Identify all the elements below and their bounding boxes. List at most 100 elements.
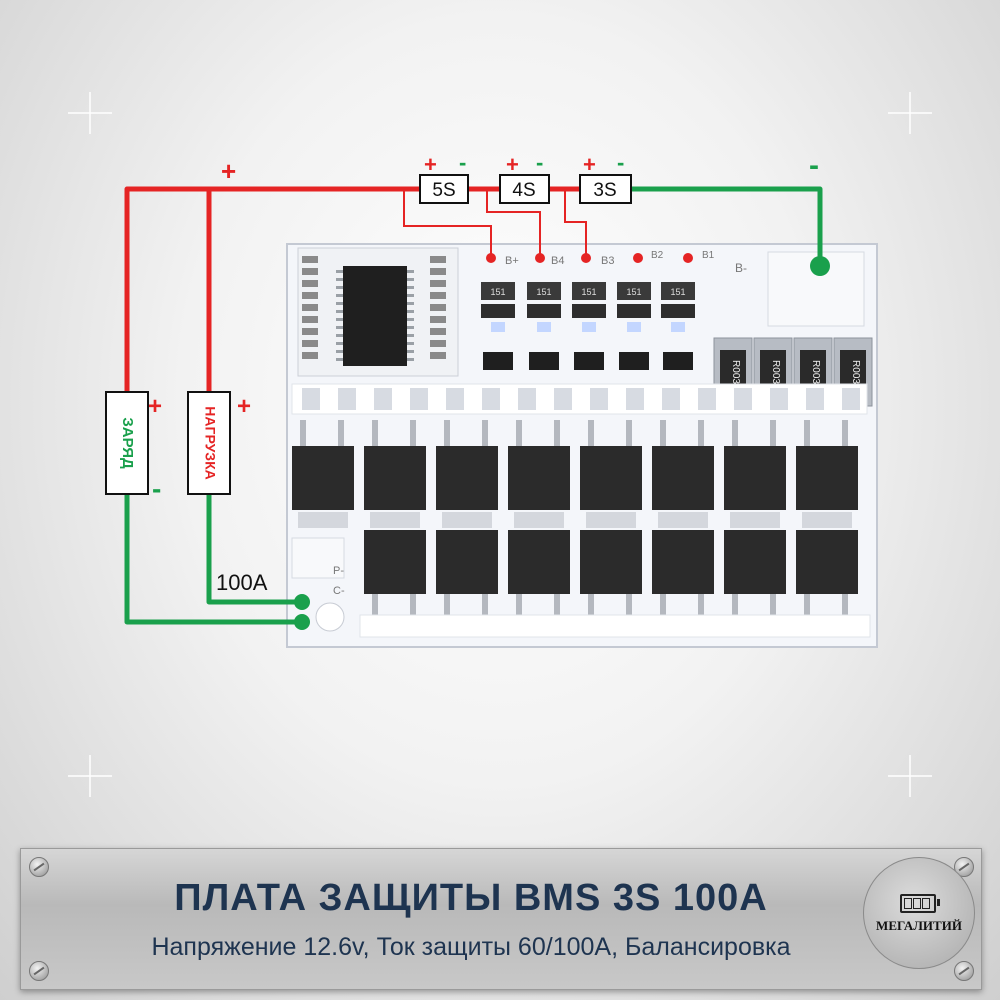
mosfet-lead (588, 420, 594, 448)
component-lead (734, 388, 752, 410)
balance-resistor-mark: 151 (490, 287, 505, 297)
mosfet-tab (586, 512, 636, 528)
balance-tap-dots (486, 253, 693, 263)
sense-resistor-mark: R003 (850, 360, 861, 384)
smd-resistor (302, 316, 318, 323)
balance-resistor (661, 282, 695, 300)
mosfet-lead (444, 420, 450, 448)
ic-pin (336, 342, 343, 345)
balance-transistor (483, 352, 513, 370)
balance-resistor (527, 282, 561, 300)
smd-resistor (430, 352, 446, 359)
cell-tap-3s: 3S (579, 174, 632, 204)
component-lead (770, 388, 788, 410)
balance-transistor (574, 352, 604, 370)
mosfet-lead (338, 420, 344, 448)
ic-pin (407, 302, 414, 305)
mosfet-lead (732, 594, 738, 618)
ic-pin (407, 326, 414, 329)
ic-pin (336, 318, 343, 321)
pad-label-b-plus: B+ (505, 255, 519, 267)
balance-resistor (661, 304, 695, 318)
smd-resistor (430, 304, 446, 311)
plus-sign-5s: + (424, 152, 437, 177)
balance-resistor (572, 282, 606, 300)
smd-resistor (302, 280, 318, 287)
smd-resistor (302, 328, 318, 335)
charge-terminal-box: ЗАРЯД (105, 391, 149, 495)
mosfet-lead (410, 594, 416, 618)
minus-sign-3s: - (617, 150, 624, 175)
cell-tap-5s: 5S (419, 174, 469, 204)
mosfet-bottom (508, 530, 570, 594)
pad-label-b3: B3 (601, 255, 614, 267)
plus-sign-charge: + (148, 393, 162, 420)
mosfet-tab (802, 512, 852, 528)
load-terminal-box: НАГРУЗКА (187, 391, 231, 495)
smd-resistor (430, 280, 446, 287)
ic-pin (407, 318, 414, 321)
ic-pin (407, 278, 414, 281)
component-lead (590, 388, 608, 410)
mosfet-top (652, 446, 714, 510)
mosfet-lead (770, 594, 776, 618)
mosfet-tab (730, 512, 780, 528)
mosfet-lead (516, 594, 522, 618)
screw-icon (29, 857, 49, 877)
banner-title: ПЛАТА ЗАЩИТЫ BMS 3S 100A (174, 877, 768, 919)
mosfet-top (364, 446, 426, 510)
crosshair-marks (68, 92, 932, 797)
pad-label-c-minus: C- (333, 585, 345, 597)
smd-resistor (302, 352, 318, 359)
load-label: НАГРУЗКА (202, 406, 218, 479)
mosfet-bottom (724, 530, 786, 594)
sense-resistor-mark: R003 (770, 360, 781, 384)
mosfet-tab (658, 512, 708, 528)
mosfet-lead (554, 594, 560, 618)
balance-wires (403, 189, 587, 258)
balance-resistor-mark: 151 (581, 287, 596, 297)
mosfet-lead (372, 594, 378, 618)
mosfet-lead (516, 420, 522, 448)
smd-resistor (302, 340, 318, 347)
cell-tap-5s-label: 5S (432, 180, 455, 201)
plus-sign-main: + (221, 156, 236, 186)
cell-tap-3s-label: 3S (593, 180, 616, 201)
balance-led (627, 322, 641, 332)
smd-resistor (302, 292, 318, 299)
component-lead (482, 388, 500, 410)
balance-resistor (527, 304, 561, 318)
balance-resistor (617, 282, 651, 300)
battery-icon (900, 894, 940, 913)
negative-terminals (294, 256, 830, 630)
mosfet-lead (482, 594, 488, 618)
ic-pin (336, 350, 343, 353)
mosfet-lead (698, 420, 704, 448)
mosfet-lead (842, 420, 848, 448)
mosfet-bottom (796, 530, 858, 594)
mosfet-lead (444, 594, 450, 618)
minus-sign-b-minus: - (809, 149, 819, 182)
logo-text: МЕГАЛИТИЙ (876, 918, 962, 933)
cell-tap-4s: 4S (499, 174, 550, 204)
mosfet-lead (482, 420, 488, 448)
mosfet-top (508, 446, 570, 510)
current-rating-label: 100A (216, 570, 268, 595)
balance-resistor (481, 304, 515, 318)
ic-pin (407, 334, 414, 337)
mosfet-bottom (364, 530, 426, 594)
mosfet-lead (588, 594, 594, 618)
component-lead (554, 388, 572, 410)
balance-resistor-mark: 151 (536, 287, 551, 297)
sense-resistor-mark: R003 (810, 360, 821, 384)
smd-resistor (430, 292, 446, 299)
positive-wiring (124, 186, 580, 392)
charge-label: ЗАРЯД (119, 417, 136, 469)
smd-resistor (302, 256, 318, 263)
ic-pin (336, 294, 343, 297)
mosfet-lead (698, 594, 704, 618)
mosfet-lead (410, 420, 416, 448)
smd-resistor (430, 268, 446, 275)
balance-led (491, 322, 505, 332)
